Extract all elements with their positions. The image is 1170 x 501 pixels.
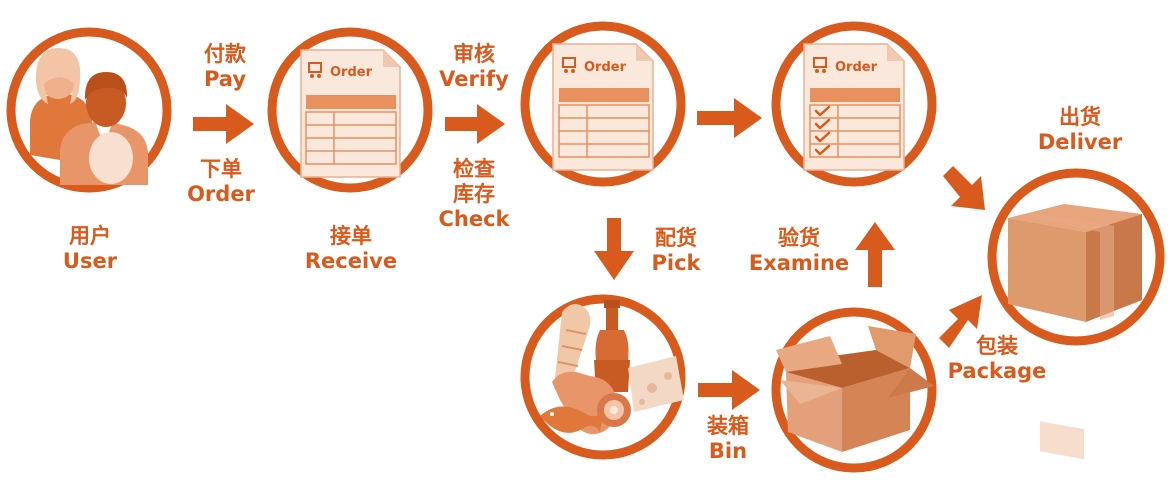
node-label-user: 用户 User <box>63 224 117 274</box>
groceries-icon <box>540 300 684 435</box>
edge-label-pay-en: Pay <box>203 67 247 91</box>
arrow-verify-to-pick <box>594 218 634 280</box>
edge-label-examine: 验货 Examine <box>749 226 849 276</box>
arrow-examine-to-deliver <box>943 166 985 210</box>
edge-label-verify-en: Verify <box>439 67 509 91</box>
edge-label-order: 下单 Order <box>187 157 255 207</box>
edge-label-pick-en: Pick <box>651 251 701 275</box>
receive-node: Order <box>267 27 433 193</box>
edge-label-check-zh1: 检查 <box>453 157 495 181</box>
verify-node: Order <box>520 21 686 187</box>
node-label-receive-en: Receive <box>304 249 398 273</box>
edge-label-examine-zh: 验货 <box>778 226 820 250</box>
order-doc-title: Order <box>330 65 373 80</box>
edge-label-pay: 付款 Pay <box>204 42 246 92</box>
edge-label-verify: 审核 Verify <box>439 42 509 92</box>
edge-label-bin: 装箱 Bin <box>707 414 749 464</box>
node-label-deliver-en: Deliver <box>1037 130 1123 154</box>
order-doc-title: Order <box>835 60 878 75</box>
arrow-user-to-receive <box>193 104 254 144</box>
user-node <box>6 27 172 193</box>
arrow-receive-to-verify <box>445 104 505 144</box>
node-label-receive-zh: 接单 <box>329 224 372 248</box>
examine-node: Order <box>771 21 937 187</box>
edge-label-package-zh: 包装 <box>975 334 1018 358</box>
pick-node <box>520 294 686 460</box>
deliver-node <box>987 168 1165 460</box>
open-box-icon <box>776 326 934 452</box>
arrows <box>193 98 985 410</box>
edge-label-check-zh2: 库存 <box>453 182 495 206</box>
edge-label-package: 包装 Package <box>948 334 1047 384</box>
checked-order-form-icon: Order <box>803 43 905 171</box>
edge-label-order-zh: 下单 <box>200 157 242 181</box>
edge-label-bin-zh: 装箱 <box>707 414 749 438</box>
node-label-deliver-zh: 出货 <box>1058 105 1101 129</box>
users-icon <box>30 48 148 185</box>
edge-label-pay-zh: 付款 <box>203 42 246 66</box>
edge-label-package-en: Package <box>947 359 1047 383</box>
edge-label-verify-zh: 审核 <box>452 42 495 66</box>
package-node <box>771 307 937 473</box>
arrow-package-to-deliver <box>939 295 982 348</box>
order-form-icon: Order <box>300 49 401 178</box>
edge-label-pick-zh: 配货 <box>654 226 697 250</box>
arrow-pick-to-package <box>698 370 760 410</box>
order-doc-title: Order <box>584 60 627 75</box>
shipping-box-icon <box>1008 204 1142 460</box>
arrow-verify-to-examine <box>697 98 762 138</box>
edge-label-order-en: Order <box>187 182 255 206</box>
edge-label-check: 检查 库存 Check <box>438 157 509 232</box>
edge-label-check-en: Check <box>438 207 510 231</box>
edge-label-examine-en: Examine <box>748 251 850 275</box>
edge-label-bin-en: Bin <box>708 439 748 463</box>
arrow-package-to-examine <box>855 222 895 287</box>
order-form-icon: Order <box>552 43 654 171</box>
node-label-receive: 接单 Receive <box>305 224 397 274</box>
node-label-deliver: 出货 Deliver <box>1038 105 1122 155</box>
node-label-user-zh: 用户 <box>69 224 111 248</box>
node-label-user-en: User <box>62 249 118 273</box>
edge-label-pick: 配货 Pick <box>651 226 700 276</box>
